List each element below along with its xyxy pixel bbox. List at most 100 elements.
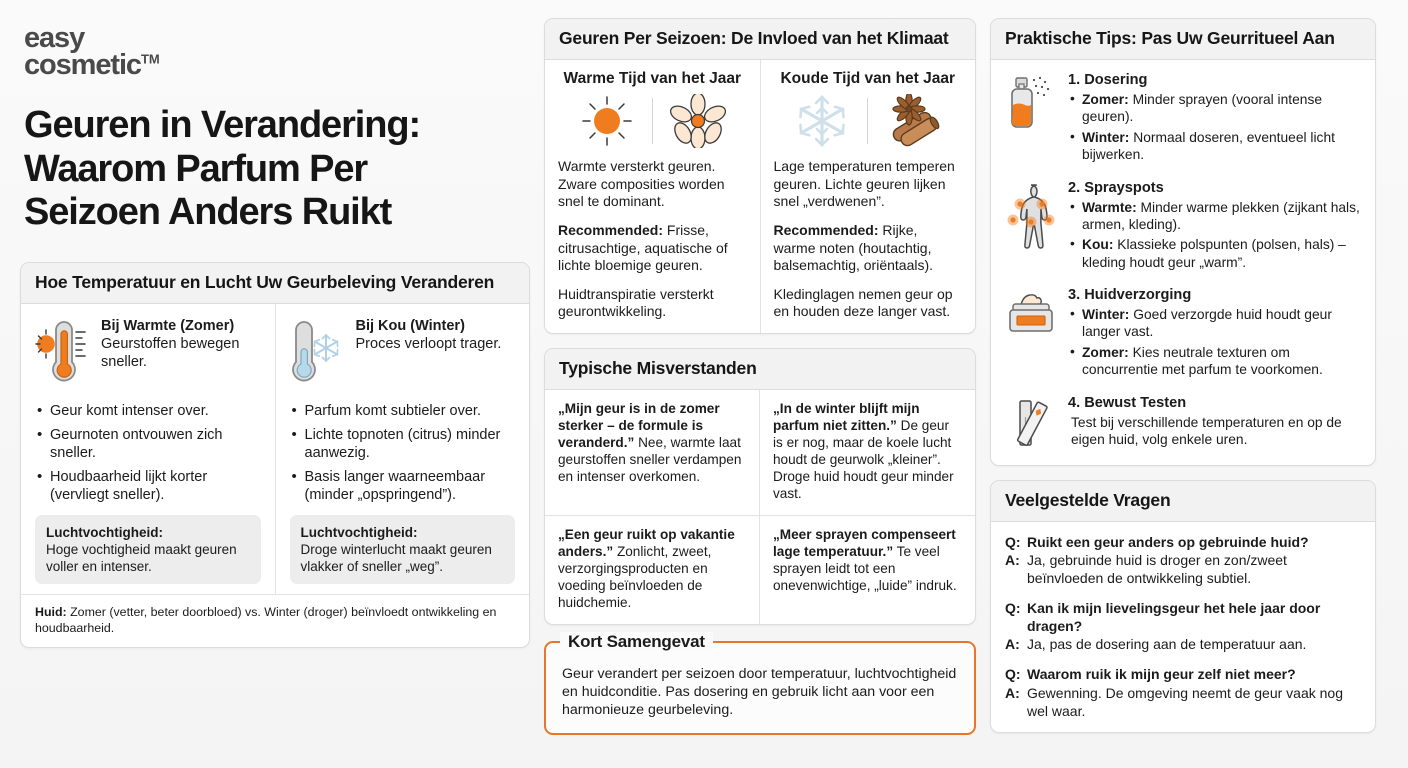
right-column: Praktische Tips: Pas Uw Geurritueel Aan <box>990 18 1376 750</box>
footer-label: Huid: <box>35 605 67 620</box>
summary-title: Kort Samengevat <box>560 631 713 652</box>
season-warm-rec-label: Recommended: <box>558 221 664 238</box>
left-column: easy cosmeticTM Geuren in Verandering: W… <box>20 18 530 750</box>
myth-answer: Nee, warmte laat geurstoffen sneller ver… <box>558 434 742 484</box>
myth-answer: Te veel sprayen leidt tot een onevenwich… <box>773 543 957 593</box>
brand-logo: easy cosmeticTM <box>24 24 530 81</box>
warm-bullet-list: Geur komt intenser over. Geurnoten ontvo… <box>35 401 261 505</box>
tip-bullets: Zomer: Minder sprayen (vooral intense ge… <box>1068 90 1361 164</box>
tip-plain-text: Test bij verschillende temperaturen en o… <box>1071 414 1342 447</box>
cold-humidity-text: Droge winterlucht maakt geuren vlakker o… <box>300 542 492 575</box>
faq-answer-row: A: Ja, pas de dosering aan de temperatuu… <box>1005 636 1361 654</box>
flower-icon <box>669 94 727 148</box>
spray-bottle-icon <box>1005 72 1057 132</box>
temperature-column-warm: Bij Warmte (Zomer) Geurstoffen bewegen s… <box>21 304 275 594</box>
cold-heading: Bij Kou (Winter) <box>355 318 465 335</box>
season-warm-paragraph-1: Warmte versterkt geuren. Zware compositi… <box>558 158 725 210</box>
faq-answer: Gewenning. De omgeving neemt de geur vaa… <box>1027 684 1343 719</box>
tips-card: Praktische Tips: Pas Uw Geurritueel Aan <box>990 18 1376 466</box>
myths-card-title: Typische Misverstanden <box>545 349 975 390</box>
faq-q-tag: Q: <box>1005 533 1021 550</box>
faq-q-tag: Q: <box>1005 666 1021 683</box>
summary-text: Geur verandert per seizoen door temperat… <box>562 665 957 719</box>
cold-humidity-note: Luchtvochtigheid: Droge winterlucht maak… <box>289 515 515 585</box>
bullet-text: Goed verzorgde huid houdt geur langer va… <box>1082 307 1332 340</box>
list-item: Geurnoten ontvouwen zich sneller. <box>37 425 261 463</box>
tip-title: 4. Bewust Testen <box>1068 394 1187 411</box>
warm-heading: Bij Warmte (Zomer) <box>101 318 235 335</box>
faq-question-row: Q: Kan ik mijn lievelingsgeur het hele j… <box>1005 600 1361 636</box>
list-item: Basis langer waarneembaar (minder „opspr… <box>292 467 516 505</box>
bullet-label: Kou: <box>1082 237 1114 253</box>
list-item: Parfum komt subtieler over. <box>292 401 516 420</box>
temperature-card-title: Hoe Temperatuur en Lucht Uw Geurbeleving… <box>21 263 529 305</box>
faq-question-row: Q: Waarom ruik ik mijn geur zelf niet me… <box>1005 666 1361 684</box>
myth-answer: Zonlicht, zweet, verzorgingsproducten en… <box>558 543 712 610</box>
season-warm-title: Warme Tijd van het Jaar <box>563 70 741 87</box>
season-warm-paragraph-2: Huidtranspiratie versterkt geurontwikkel… <box>558 285 714 320</box>
bullet-label: Zomer: <box>1082 92 1129 107</box>
footer-text: Zomer (vetter, beter doorbloed) vs. Wint… <box>35 605 497 636</box>
myths-card: Typische Misverstanden „Mijn geur is in … <box>544 348 976 625</box>
faq-a-tag: A: <box>1005 636 1020 653</box>
myth-quote: „Mijn geur is in de zomer sterker – de f… <box>558 401 720 450</box>
myth-quote: „In de winter blijft mijn parfum niet zi… <box>773 401 920 433</box>
faq-answer-row: A: Ja, gebruinde huid is droger en zon/z… <box>1005 552 1361 588</box>
temperature-columns: Bij Warmte (Zomer) Geurstoffen bewegen s… <box>21 304 530 595</box>
temperature-card: Hoe Temperatuur en Lucht Uw Geurbeleving… <box>20 262 530 648</box>
tip-dosering-body: 1. Dosering Zomer: Minder sprayen (voora… <box>1068 72 1361 167</box>
warm-heading-text: Bij Warmte (Zomer) Geurstoffen bewegen s… <box>101 318 261 371</box>
myth-answer: De geur is er nog, maar de koele lucht h… <box>773 417 954 501</box>
tips-card-title: Praktische Tips: Pas Uw Geurritueel Aan <box>991 19 1375 60</box>
temperature-column-cold: Bij Kou (Winter) Proces verloopt trager.… <box>274 304 530 595</box>
faq-answer-row: A: Gewenning. De omgeving neemt de geur … <box>1005 685 1361 721</box>
myth-item: „In de winter blijft mijn parfum niet zi… <box>760 390 975 516</box>
myths-grid: „Mijn geur is in de zomer sterker – de f… <box>545 390 975 624</box>
brand-line-2: cosmeticTM <box>24 48 160 81</box>
myth-quote: „Meer sprayen compenseert lage temperatu… <box>773 526 956 559</box>
cold-bullet-list: Parfum komt subtieler over. Lichte topno… <box>290 401 516 505</box>
sun-icon <box>578 94 636 148</box>
bullet-label: Warmte: <box>1082 199 1137 215</box>
bullet-text: Normaal doseren, eventueel licht bijwerk… <box>1082 129 1335 163</box>
faq-answer: Ja, gebruinde huid is droger en zon/zwee… <box>1027 552 1287 587</box>
faq-question: Waarom ruik ik mijn geur zelf niet meer? <box>1027 666 1296 683</box>
list-item: Houdbaarheid lijkt korter (vervliegt sne… <box>37 467 261 505</box>
trademark-symbol: TM <box>140 51 160 67</box>
list-item: Kou: Klassieke polspunten (polsen, hals)… <box>1070 235 1361 271</box>
list-item: Zomer: Minder sprayen (vooral intense ge… <box>1070 90 1361 126</box>
myth-quote: „Een geur ruikt op vakantie anders.” <box>558 526 735 559</box>
bullet-label: Winter: <box>1082 129 1130 145</box>
faq-question: Kan ik mijn lievelingsgeur het hele jaar… <box>1027 599 1321 634</box>
season-warm-recommended: Recommended: Frisse, citrusachtige, aqua… <box>558 222 747 275</box>
warm-humidity-text: Hoge vochtigheid maakt geuren voller en … <box>46 542 237 575</box>
tip-sprayspots-body: 2. Sprayspots Warmte: Minder warme plekk… <box>1068 180 1361 275</box>
bullet-label: Winter: <box>1082 307 1130 322</box>
bullet-text: Minder warme plekken (zijkant hals, arme… <box>1082 199 1360 232</box>
season-warm-rec-text: Frisse, citrusachtige, aquatische of lic… <box>558 221 728 274</box>
tip-huidverzorging-body: 3. Huidverzorging Winter: Goed verzorgde… <box>1068 287 1361 382</box>
thermometer-cold-icon <box>290 318 346 388</box>
bullet-text: Klassieke polspunten (polsen, hals) – kl… <box>1082 237 1346 270</box>
myth-item: „Meer sprayen compenseert lage temperatu… <box>760 516 975 624</box>
temperature-card-footer: Huid: Zomer (vetter, beter doorbloed) vs… <box>21 594 529 646</box>
bullet-text: Kies neutrale texturen om concurrentie m… <box>1082 344 1323 378</box>
list-item: Winter: Goed verzorgde huid houdt geur l… <box>1070 305 1361 341</box>
season-cold-icon-divider <box>867 98 869 144</box>
tip-dosering: 1. Dosering Zomer: Minder sprayen (voora… <box>1005 72 1361 167</box>
season-warm-icon-divider <box>651 98 653 144</box>
cold-heading-text: Bij Kou (Winter) Proces verloopt trager. <box>356 318 502 353</box>
season-cold-paragraph-2: Kledinglagen nemen geur op en houden dez… <box>773 285 953 320</box>
thermometer-hot-icon <box>35 318 91 388</box>
tip-title: 1. Dosering <box>1068 72 1148 88</box>
faq-q-tag: Q: <box>1005 599 1021 616</box>
season-cold-paragraph-1: Lage temperaturen temperen geuren. Licht… <box>773 158 955 210</box>
season-cold-icons <box>774 94 963 148</box>
tip-bullets: Warmte: Minder warme plekken (zijkant ha… <box>1068 198 1361 272</box>
body-spray-spots-icon <box>1005 180 1057 252</box>
season-columns: Warme Tijd van het Jaar <box>545 60 975 333</box>
warm-humidity-label: Luchtvochtigheid: <box>46 525 163 541</box>
bullet-text: Minder sprayen (vooral intense geuren). <box>1082 92 1323 125</box>
list-item: Lichte topnoten (citrus) minder aanwezig… <box>292 425 516 463</box>
